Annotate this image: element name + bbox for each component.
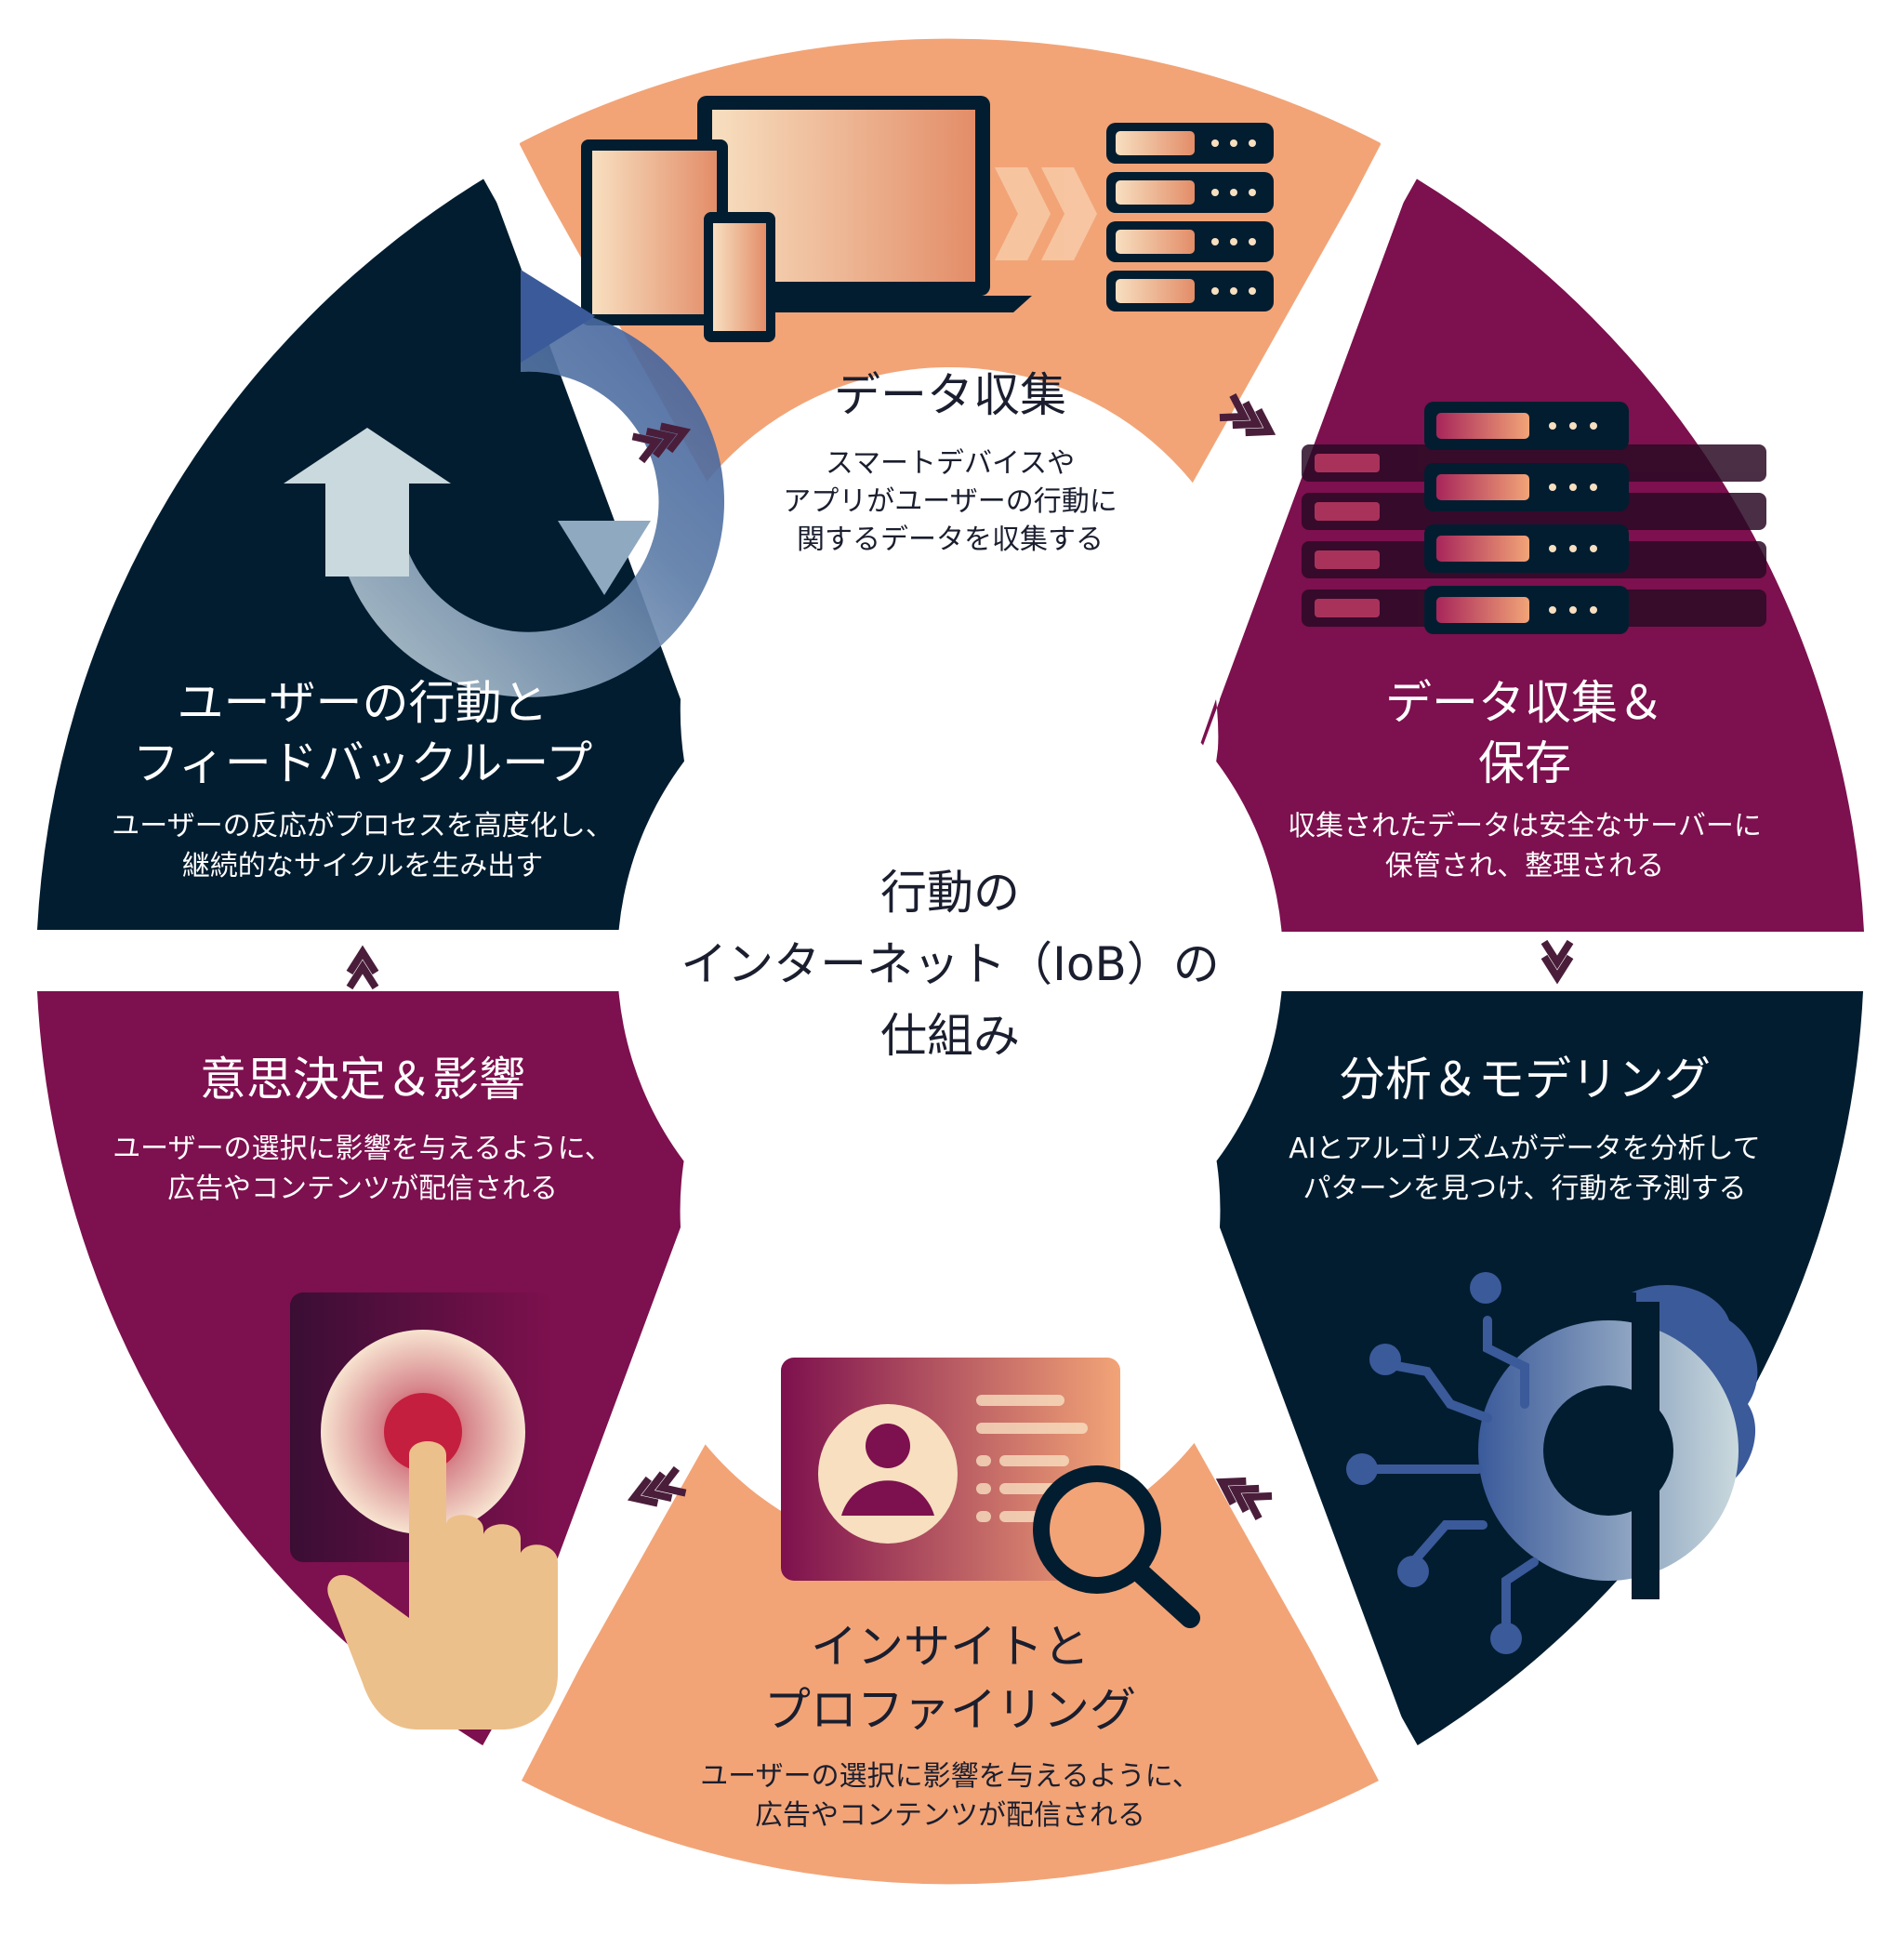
data-collection-desc-line1: スマートデバイスや [826,447,1075,480]
chevron-left-icon [1215,1477,1273,1520]
data-collection-desc-line3: 関するデータを収集する [797,524,1104,556]
decision-desc-line2: 広告やコンテンツが配信される [167,1173,558,1205]
flow-arrows [346,393,1574,1520]
storage-title-line2: 保存 [1478,736,1571,790]
insight-title-line2: プロファイリング [764,1683,1136,1737]
analysis-desc-line1: AIとアルゴリズムがデータを分析して [1289,1133,1761,1165]
chevron-up-icon [346,945,379,990]
center-hub [617,629,1283,1294]
phone-icon [704,212,775,342]
cycle-arrows-icon [284,270,725,697]
segment-insight [522,1437,1379,1885]
center-title-line3: 仕組み [880,1009,1020,1063]
feedback-title-line2: フィードバックループ [133,736,593,790]
pointing-hand-icon [327,1441,558,1730]
data-collection-title: データ収集 [834,368,1066,422]
gear-icon [1478,1302,1739,1599]
insight-desc-line1: ユーザーの選択に影響を与えるように、 [700,1760,1200,1793]
analysis-desc-line2: パターンを見つけ、行動を予測する [1303,1173,1747,1205]
chevron-right-icon [631,422,692,464]
insight-title-line1: インサイトと [811,1620,1090,1674]
center-title-line2: インターネット（IoB）の [681,937,1220,991]
decision-desc-line1: ユーザーの選択に影響を与えるように、 [112,1133,613,1165]
chevron-right-icon [995,167,1097,260]
insight-desc-line2: 広告やコンテンツが配信される [755,1799,1145,1832]
feedback-desc-line1: ユーザーの反応がプロセスを高度化し、 [112,810,613,842]
chevron-down-icon [1540,939,1574,985]
server-rack-icon [1302,402,1766,634]
server-rack-icon [1106,123,1274,311]
segment-analysis [1139,991,1863,1748]
circuit-icon [1357,1316,1539,1637]
storage-desc-line1: 収集されたデータは安全なサーバーに [1288,810,1762,842]
insight-icons [781,1358,1200,1628]
chevron-right-icon [1219,393,1276,437]
analysis-title: 分析＆モデリング [1339,1053,1711,1107]
chevron-left-icon [627,1465,687,1507]
magnifier-icon [1033,1465,1200,1628]
decision-icons [290,1292,558,1730]
storage-desc-line2: 保管され、整理される [1385,850,1664,882]
feedback-desc-line2: 継続的なサイクルを生み出す [182,850,544,882]
storage-title-line1: データ収集＆ [1385,676,1664,730]
center-title-line1: 行動の [880,866,1020,920]
feedback-title-line1: ユーザーの行動と [178,676,549,730]
data-collection-icons [581,96,1274,342]
data-collection-desc-line2: アプリがユーザーの行動に [783,485,1117,518]
brain-gear-icon [1346,1272,1758,1654]
tablet-icon [581,139,728,325]
decision-title: 意思決定＆影響 [200,1053,525,1107]
